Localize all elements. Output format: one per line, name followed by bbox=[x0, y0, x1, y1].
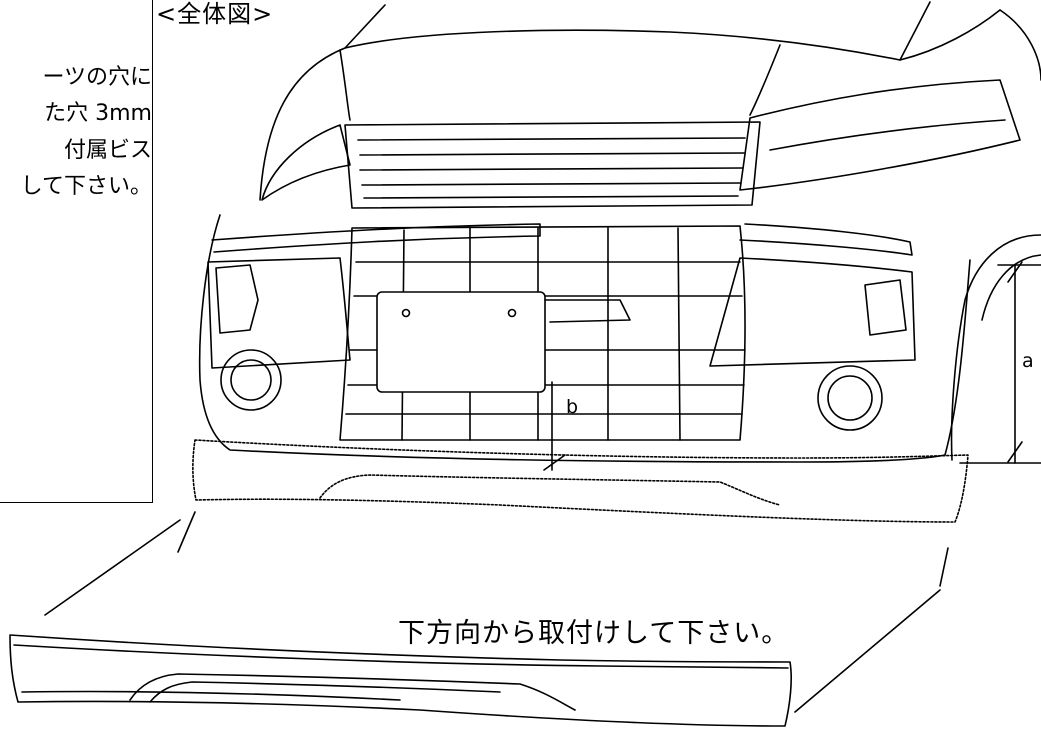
grille-bar-4 bbox=[362, 183, 740, 185]
headlight-left bbox=[262, 125, 350, 200]
lip-spoiler-part-lower bbox=[22, 691, 400, 700]
bumper-inner-left bbox=[212, 224, 540, 252]
side-vent-right-frame bbox=[710, 258, 915, 366]
grille-bar-5 bbox=[364, 196, 738, 198]
note-line-1: ーツの穴に bbox=[42, 65, 152, 90]
guide-line-right bbox=[940, 548, 948, 586]
instruction-note-box: ーツの穴に た穴 3mm 付属ビス して下さい。 bbox=[0, 0, 153, 503]
windshield-line-left bbox=[345, 5, 385, 48]
note-line-3: 付属ビス bbox=[63, 138, 152, 163]
wheel-arch-right bbox=[952, 235, 1041, 460]
license-plate bbox=[377, 292, 545, 392]
upper-grille-frame bbox=[345, 122, 760, 208]
bumper-body-outline bbox=[200, 215, 970, 462]
plate-bolt-right bbox=[509, 310, 516, 317]
wheel-arch-right-inner bbox=[982, 255, 1041, 320]
dimension-a-label: a bbox=[1022, 350, 1034, 372]
lip-spoiler-part-channel bbox=[130, 674, 575, 710]
fog-lamp-right-outer bbox=[818, 366, 882, 430]
lip-spoiler-part bbox=[10, 635, 791, 726]
plate-mount bbox=[545, 300, 630, 322]
install-direction-caption: 下方向から取付けして下さい。 bbox=[398, 618, 790, 649]
lower-grille-frame bbox=[340, 226, 745, 440]
lip-spoiler-installed bbox=[193, 440, 968, 522]
fog-lamp-left-outer bbox=[221, 350, 281, 410]
diagram-title: <全体図> bbox=[156, 0, 274, 28]
grille-bar-1 bbox=[358, 138, 745, 140]
windshield-line-right bbox=[900, 2, 930, 60]
fog-lamp-left-inner bbox=[231, 360, 271, 400]
note-line-2: た穴 3mm bbox=[44, 101, 152, 126]
note-line-4: して下さい。 bbox=[20, 174, 152, 199]
bumper-inner-right bbox=[740, 224, 912, 255]
plate-bolt-left bbox=[403, 310, 410, 317]
dimension-b-label: b bbox=[566, 396, 579, 418]
side-vent-left-frame bbox=[208, 258, 350, 368]
side-vent-left bbox=[216, 265, 258, 333]
hood-crease-right bbox=[750, 45, 780, 115]
headlight-right bbox=[740, 80, 1020, 190]
dimension-a-tick-bottom-slash bbox=[1008, 442, 1022, 462]
lip-spoiler-part-top bbox=[14, 645, 788, 668]
dimension-b-tick bbox=[544, 455, 565, 470]
hood-crease bbox=[340, 50, 350, 120]
side-vent-right bbox=[865, 280, 906, 335]
lip-spoiler-installed-line bbox=[320, 475, 780, 505]
guide-line-right-2 bbox=[795, 590, 940, 712]
guide-line-left-2 bbox=[45, 520, 180, 615]
headlight-right-inner bbox=[770, 120, 1005, 150]
hood-outline bbox=[260, 10, 1000, 200]
fender-right-top bbox=[1000, 10, 1041, 80]
grille-col-5 bbox=[678, 228, 680, 440]
lip-spoiler-part-channel-inner bbox=[150, 682, 500, 702]
guide-line-left bbox=[178, 512, 195, 552]
fog-lamp-right-inner bbox=[828, 376, 872, 420]
grille-bar-3 bbox=[360, 168, 742, 170]
grille-bar-2 bbox=[360, 153, 744, 155]
dimension-a-tick-top-slash bbox=[1008, 262, 1022, 282]
